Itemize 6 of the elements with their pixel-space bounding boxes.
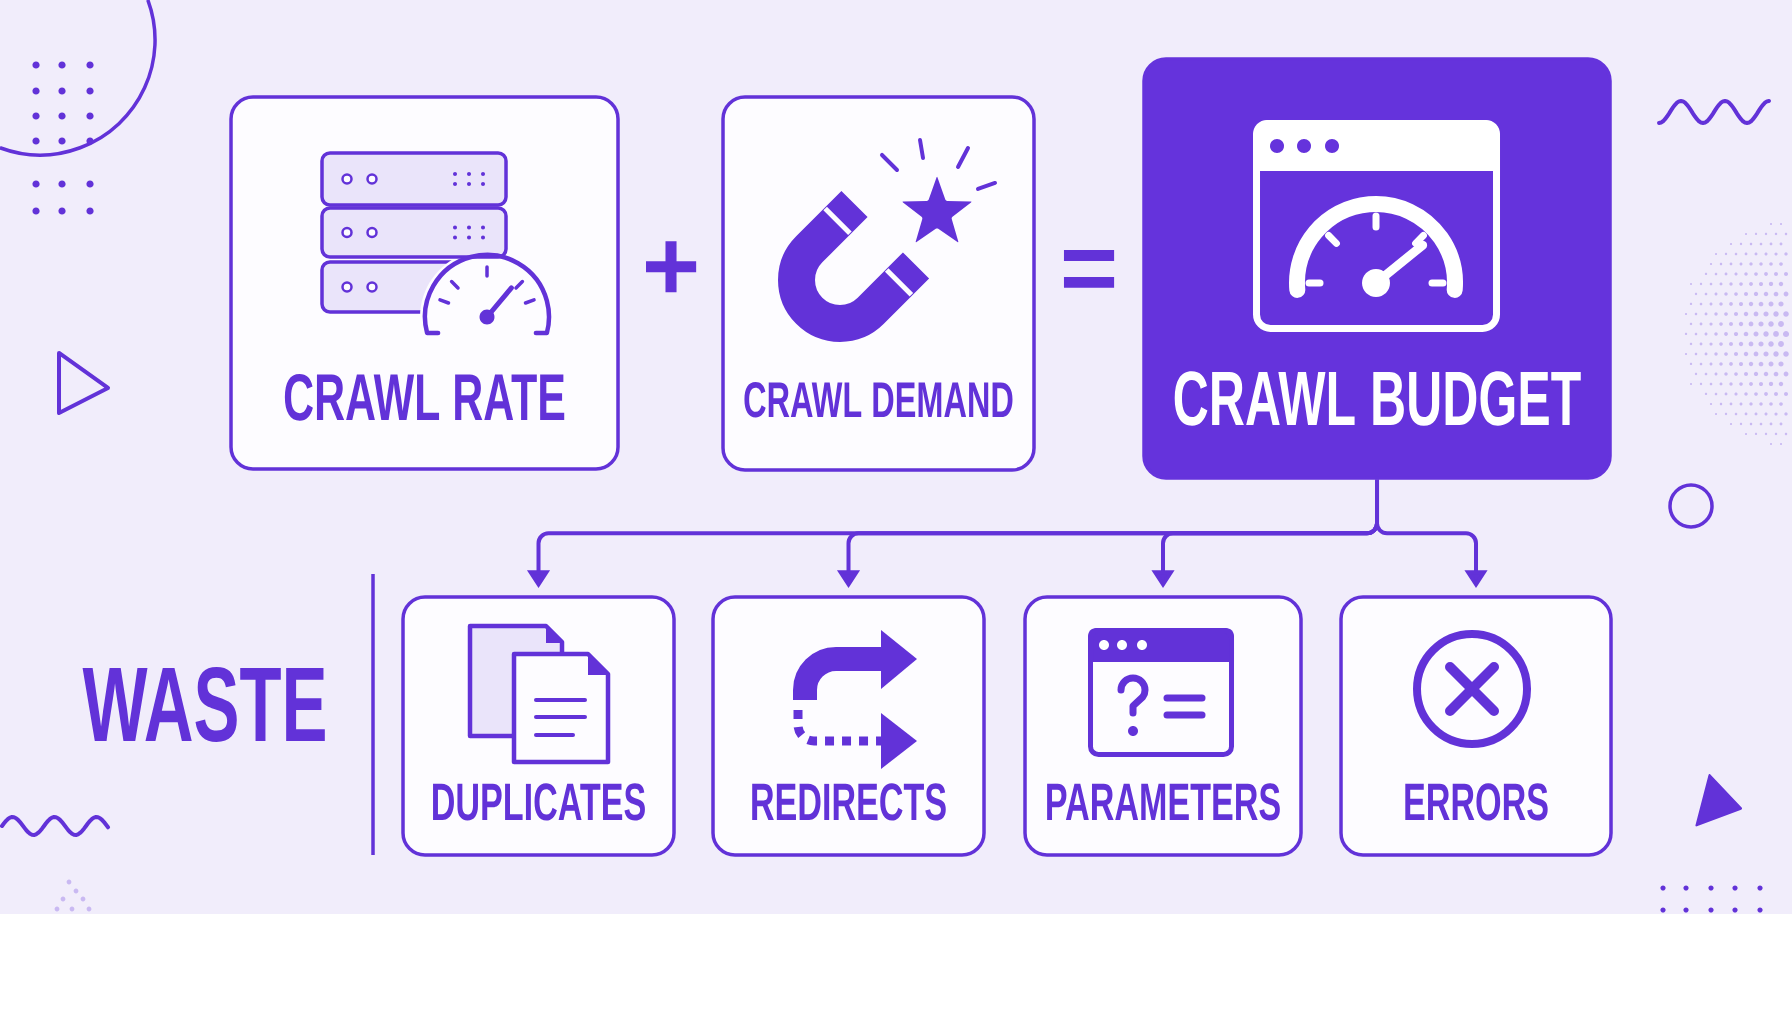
equals-sign: = [1063,250,1115,288]
plus-sign: + [646,241,697,293]
icon-card: CRAWL DEMAND [721,95,1036,472]
row-heading: WASTE [82,666,325,742]
icon-card: ERRORS [1339,595,1613,857]
icon-card: REDIRECTS [711,595,986,857]
